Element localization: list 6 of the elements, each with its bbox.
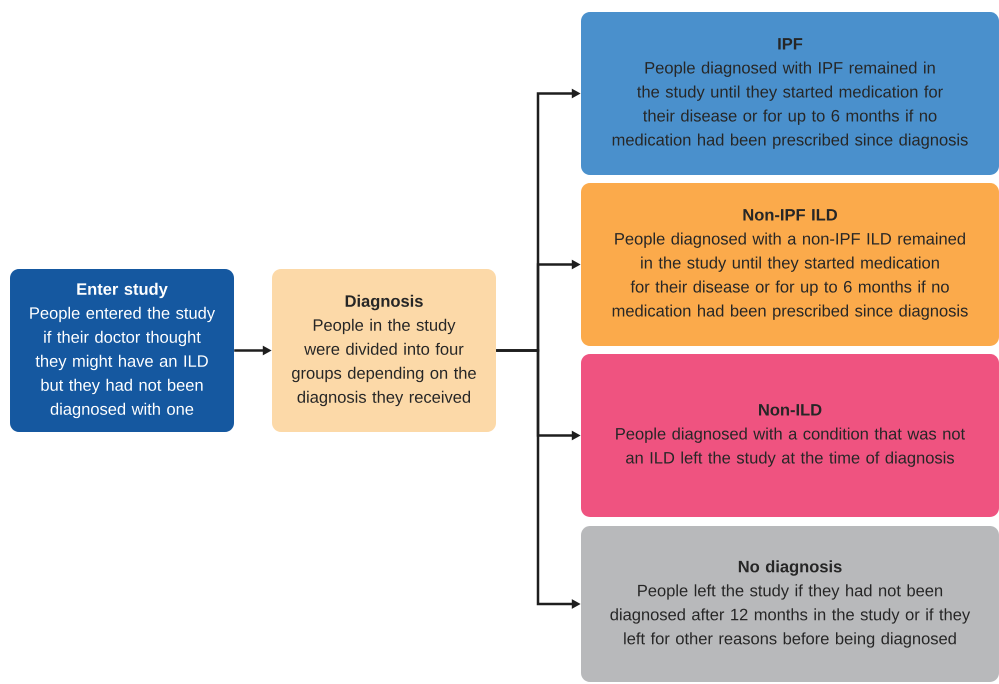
group-box: No diagnosis People left the study if they had not been diagnosed after 12 months in the study or if they left for other reasons before being diagnosed [581, 526, 999, 682]
group-box: Non-IPF ILD People diagnosed with a non-IPF ILD remained in the study until they started medication for their disease or for up to 6 months if no medication had been prescribed since diagnosis [581, 183, 999, 346]
group-box: Non-ILD People diagnosed with a condition that was not an ILD left the study at the time of diagnosis [581, 354, 999, 517]
group-box: IPF People diagnosed with IPF remained in the study until they started medication for their disease or for up to 6 months if no medication had been prescribed since diagnosis [581, 12, 999, 175]
stage-box: Enter study People entered the study if their doctor thought they might have an ILD but they had not been diagnosed with one [10, 269, 234, 432]
stage-box: Diagnosis People in the study were divided into four groups depending on the diagnosis they received [272, 269, 496, 432]
